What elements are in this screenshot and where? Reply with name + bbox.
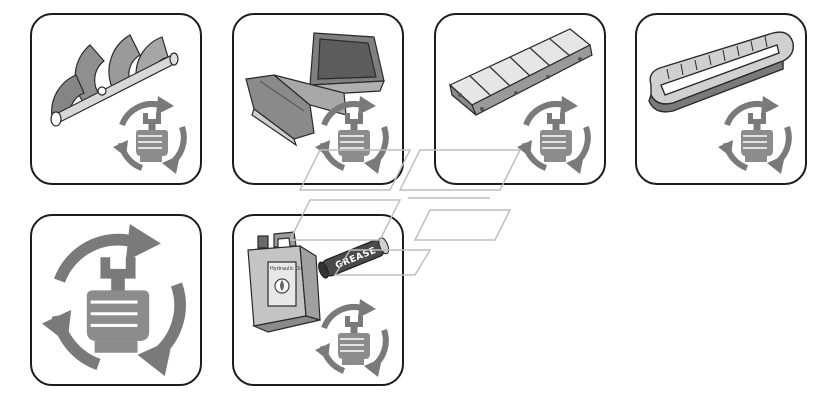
tile-crawler-track bbox=[635, 13, 807, 185]
oil-label: Hydraulic Oil bbox=[270, 266, 302, 272]
lubricants-illustration: Hydraulic Oil GREASE bbox=[247, 231, 390, 386]
maintenance-cycle-icon bbox=[42, 224, 180, 376]
tile-auger-screw bbox=[30, 13, 202, 185]
maintenance-cycle-icon bbox=[113, 96, 184, 174]
tile-hopper bbox=[232, 13, 404, 185]
tile-conveyor-chain bbox=[434, 13, 606, 185]
grease-cartridge: GREASE bbox=[318, 237, 390, 279]
maintenance-illustration bbox=[32, 216, 202, 386]
maintenance-cycle-icon bbox=[718, 96, 789, 174]
tile-lubricants: Hydraulic Oil GREASE bbox=[232, 214, 404, 386]
maintenance-cycle-icon bbox=[315, 299, 386, 377]
hopper-illustration bbox=[245, 32, 404, 185]
oil-canister bbox=[247, 231, 321, 333]
auger-illustration bbox=[50, 34, 202, 185]
maintenance-cycle-icon bbox=[517, 96, 588, 174]
conveyor-illustration bbox=[448, 28, 593, 185]
tile-general-maintenance bbox=[30, 214, 202, 386]
track-illustration bbox=[648, 31, 794, 185]
